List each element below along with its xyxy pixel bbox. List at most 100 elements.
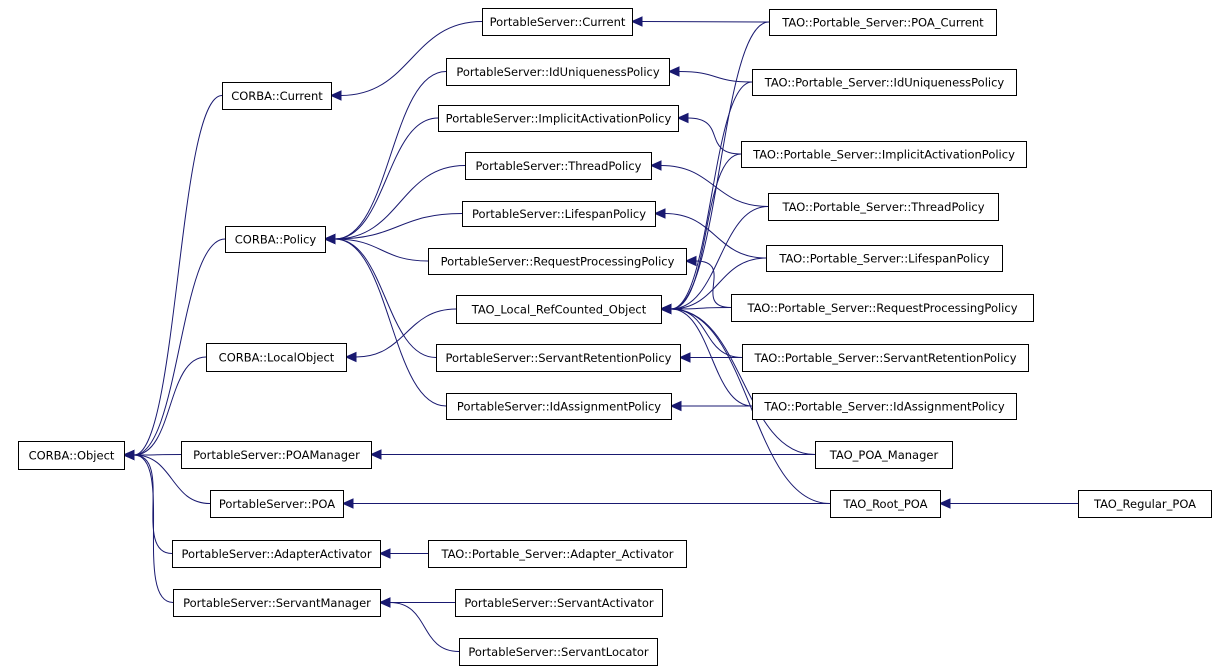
inheritance-edge <box>630 16 770 27</box>
class-node-ps-servantmgr[interactable]: PortableServer::ServantManager <box>173 589 381 617</box>
class-node-box <box>456 295 662 324</box>
edge-arrowhead <box>122 449 135 461</box>
class-node-tao-poa-manager[interactable]: TAO_POA_Manager <box>815 441 953 469</box>
edge-line <box>670 308 816 455</box>
class-node-box <box>206 343 347 372</box>
class-node-box <box>752 69 1017 96</box>
edge-line <box>133 95 223 456</box>
class-node-label: PortableServer::RequestProcessingPolicy <box>441 255 675 269</box>
class-node-ps-idassign[interactable]: PortableServer::IdAssignmentPolicy <box>446 393 672 420</box>
inheritance-edge <box>667 66 753 83</box>
class-node-tao-thread[interactable]: TAO::Portable_Server::ThreadPolicy <box>768 193 999 221</box>
edge-line <box>133 238 226 456</box>
class-node-ps-lifespan[interactable]: PortableServer::LifespanPolicy <box>462 201 656 227</box>
class-node-box <box>446 393 672 420</box>
edge-arrowhead <box>938 498 951 509</box>
class-node-box <box>438 105 679 132</box>
inheritance-edge <box>323 233 437 358</box>
class-node-label: PortableServer::IdUniquenessPolicy <box>456 65 660 79</box>
class-node-ps-iduniq[interactable]: PortableServer::IdUniquenessPolicy <box>446 58 670 86</box>
class-node-tao-lifespan[interactable]: TAO::Portable_Server::LifespanPolicy <box>766 245 1003 272</box>
edge-line <box>334 117 439 240</box>
class-node-tao-servantret[interactable]: TAO::Portable_Server::ServantRetentionPo… <box>742 344 1029 372</box>
edge-line <box>670 153 742 310</box>
edge-line <box>670 21 770 310</box>
class-node-box <box>225 226 326 253</box>
class-node-label: TAO::Portable_Server::IdAssignmentPolicy <box>763 400 1004 414</box>
class-node-ps-adapteract[interactable]: PortableServer::AdapterActivator <box>172 540 381 568</box>
class-node-label: PortableServer::POA <box>219 497 335 511</box>
class-node-ps-implicit[interactable]: PortableServer::ImplicitActivationPolicy <box>438 105 679 132</box>
edge-line <box>355 308 457 358</box>
inheritance-edge <box>341 498 830 509</box>
class-node-label: TAO_Regular_POA <box>1093 497 1196 511</box>
class-node-tao-adapter-act[interactable]: TAO::Portable_Server::Adapter_Activator <box>428 540 687 568</box>
edge-line <box>334 213 463 240</box>
edge-arrowhead <box>378 597 391 608</box>
edge-line <box>133 454 174 603</box>
class-node-tao-local[interactable]: TAO_Local_RefCounted_Object <box>456 295 662 324</box>
class-node-ps-servantact[interactable]: PortableServer::ServantActivator <box>455 589 663 617</box>
class-node-label: PortableServer::POAManager <box>193 448 360 462</box>
edge-arrowhead <box>323 233 336 245</box>
class-node-label: TAO::Portable_Server::ServantRetentionPo… <box>753 351 1016 365</box>
class-node-box <box>766 245 1003 272</box>
class-node-corba-current[interactable]: CORBA::Current <box>222 82 332 110</box>
edge-line <box>670 257 767 310</box>
edge-line <box>695 260 732 308</box>
inheritance-edge <box>122 95 223 461</box>
class-node-box <box>462 201 656 227</box>
class-node-box <box>741 141 1027 168</box>
inheritance-edge <box>369 449 815 460</box>
inheritance-edge <box>323 233 447 407</box>
class-node-tao-iduniq[interactable]: TAO::Portable_Server::IdUniquenessPolicy <box>752 69 1017 96</box>
class-node-corba-object[interactable]: CORBA::Object <box>18 441 125 470</box>
node-layer: CORBA::Object CORBA::CurrentCORBA::Policy… <box>18 8 1212 666</box>
class-node-box <box>752 393 1017 420</box>
inheritance-edge <box>344 308 457 363</box>
edge-line <box>389 602 460 652</box>
edge-line <box>133 454 211 504</box>
edge-line <box>678 71 753 83</box>
edge-arrowhead <box>667 66 680 77</box>
class-node-ps-poamanager[interactable]: PortableServer::POAManager <box>181 441 372 469</box>
edge-line <box>334 165 466 240</box>
class-node-tao-idassign[interactable]: TAO::Portable_Server::IdAssignmentPolicy <box>752 393 1017 420</box>
class-node-tao-regular-poa[interactable]: TAO_Regular_POA <box>1078 490 1212 518</box>
class-node-box <box>768 193 999 221</box>
edge-line <box>334 238 437 358</box>
class-node-label: TAO::Portable_Server::POA_Current <box>781 16 984 30</box>
class-node-corba-localobject[interactable]: CORBA::LocalObject <box>206 343 347 372</box>
class-node-label: PortableServer::AdapterActivator <box>181 547 371 561</box>
class-node-label: CORBA::Policy <box>235 233 317 247</box>
class-node-ps-current[interactable]: PortableServer::Current <box>482 8 633 36</box>
inheritance-edge <box>649 160 769 207</box>
class-node-label: PortableServer::ThreadPolicy <box>476 159 642 173</box>
edge-arrowhead <box>378 548 391 559</box>
class-node-label: TAO::Portable_Server::Adapter_Activator <box>440 547 673 561</box>
class-node-ps-thread[interactable]: PortableServer::ThreadPolicy <box>465 152 652 180</box>
class-node-ps-poa[interactable]: PortableServer::POA <box>210 490 344 518</box>
class-node-corba-policy[interactable]: CORBA::Policy <box>225 226 326 253</box>
class-node-box <box>455 589 663 617</box>
class-node-box <box>172 540 381 568</box>
class-node-label: CORBA::Object <box>29 449 115 463</box>
class-node-tao-poa-current[interactable]: TAO::Portable_Server::POA_Current <box>769 9 997 36</box>
class-node-label: TAO::Portable_Server::RequestProcessingP… <box>746 301 1017 315</box>
class-node-tao-request[interactable]: TAO::Portable_Server::RequestProcessingP… <box>731 294 1034 322</box>
class-node-box <box>181 441 372 469</box>
class-node-box <box>428 540 687 568</box>
class-node-box <box>446 58 670 86</box>
class-node-ps-servantloc[interactable]: PortableServer::ServantLocator <box>459 638 658 666</box>
class-node-tao-implicit[interactable]: TAO::Portable_Server::ImplicitActivation… <box>741 141 1027 168</box>
inheritance-edge <box>938 498 1078 509</box>
class-node-label: PortableServer::LifespanPolicy <box>472 207 646 221</box>
class-node-label: PortableServer::ServantActivator <box>464 596 654 610</box>
class-node-ps-servantret[interactable]: PortableServer::ServantRetentionPolicy <box>436 344 681 372</box>
class-node-box <box>210 490 344 518</box>
inheritance-edge <box>659 303 816 455</box>
class-node-ps-request[interactable]: PortableServer::RequestProcessingPolicy <box>428 248 687 275</box>
class-node-box <box>482 8 633 36</box>
class-node-label: TAO::Portable_Server::IdUniquenessPolicy <box>764 76 1005 90</box>
class-node-tao-root-poa[interactable]: TAO_Root_POA <box>830 490 941 518</box>
